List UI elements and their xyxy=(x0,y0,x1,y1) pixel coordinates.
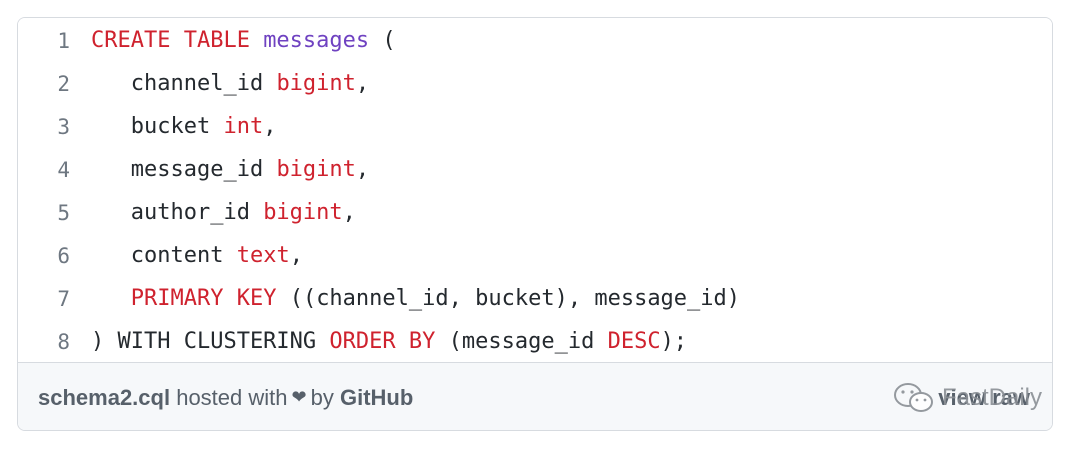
line-number[interactable]: 8 xyxy=(57,329,70,354)
code-token: ) WITH CLUSTERING xyxy=(91,329,330,354)
line-number[interactable]: 2 xyxy=(57,71,70,96)
watermark: FastDaily xyxy=(892,381,1042,415)
code-line: 4 message_id bigint, xyxy=(18,148,1052,191)
code-token: message_id xyxy=(91,157,277,182)
code-token: , xyxy=(263,114,277,139)
code-keyword: CREATE TABLE xyxy=(91,28,264,53)
code-text: PRIMARY KEY ((channel_id, bucket), messa… xyxy=(91,286,740,311)
code-token: ( xyxy=(369,28,396,53)
heart-icon: ❤ xyxy=(291,387,307,407)
code-text: author_id bigint, xyxy=(91,200,356,225)
code-line: 3 bucket int, xyxy=(18,105,1052,148)
hosted-with-text: hosted with xyxy=(176,384,288,410)
code-keyword: bigint xyxy=(276,157,356,182)
code-token: bucket xyxy=(91,114,224,139)
by-text: by xyxy=(310,384,334,410)
code-keyword: ORDER BY xyxy=(329,329,436,354)
code-text: bucket int, xyxy=(91,114,277,139)
code-line: 7 PRIMARY KEY ((channel_id, bucket), mes… xyxy=(18,277,1052,320)
code-text: content text, xyxy=(91,243,303,268)
code-token xyxy=(91,286,131,311)
line-number[interactable]: 1 xyxy=(57,28,70,53)
code-line: 6 content text, xyxy=(18,234,1052,277)
code-token: (message_id xyxy=(435,329,608,354)
line-number[interactable]: 5 xyxy=(57,200,70,225)
code-text: CREATE TABLE messages ( xyxy=(91,28,396,53)
code-token: ); xyxy=(660,329,688,354)
code-token: , xyxy=(289,243,303,268)
code-line: 5 author_id bigint, xyxy=(18,191,1052,234)
code-keyword: int xyxy=(223,114,264,139)
code-text: message_id bigint, xyxy=(91,157,369,182)
code-keyword: PRIMARY KEY xyxy=(130,286,277,311)
code-keyword: text xyxy=(236,243,290,268)
code-token: author_id xyxy=(91,200,264,225)
code-token: channel_id xyxy=(91,71,277,96)
line-number[interactable]: 6 xyxy=(57,243,70,268)
line-number[interactable]: 3 xyxy=(57,114,70,139)
code-entity: messages xyxy=(263,28,370,53)
code-token: , xyxy=(355,157,370,182)
code-keyword: DESC xyxy=(607,329,661,354)
code-token: content xyxy=(91,243,237,268)
code-line: 2 channel_id bigint, xyxy=(18,62,1052,105)
wechat-icon xyxy=(893,383,933,412)
gist-footer: schema2.cql hosted with ❤ by GitHub view… xyxy=(18,362,1052,430)
code-line: 1 CREATE TABLE messages ( xyxy=(18,19,1052,62)
code-text: ) WITH CLUSTERING ORDER BY (message_id D… xyxy=(91,329,687,354)
gist-filename-link[interactable]: schema2.cql xyxy=(38,384,171,410)
view-raw-link[interactable]: view raw xyxy=(938,385,1030,410)
code-text: channel_id bigint, xyxy=(91,71,369,96)
line-number[interactable]: 4 xyxy=(57,157,70,182)
code-keyword: bigint xyxy=(263,200,343,225)
code-token: ((channel_id, bucket), message_id) xyxy=(276,286,741,311)
code-token: , xyxy=(342,200,356,225)
code-line: 8 ) WITH CLUSTERING ORDER BY (message_id … xyxy=(18,320,1052,363)
github-link[interactable]: GitHub xyxy=(339,384,414,410)
watermark-text: FastDaily xyxy=(941,384,1042,411)
code-token: , xyxy=(355,71,370,96)
line-number[interactable]: 7 xyxy=(57,286,70,311)
code-keyword: bigint xyxy=(276,71,356,96)
